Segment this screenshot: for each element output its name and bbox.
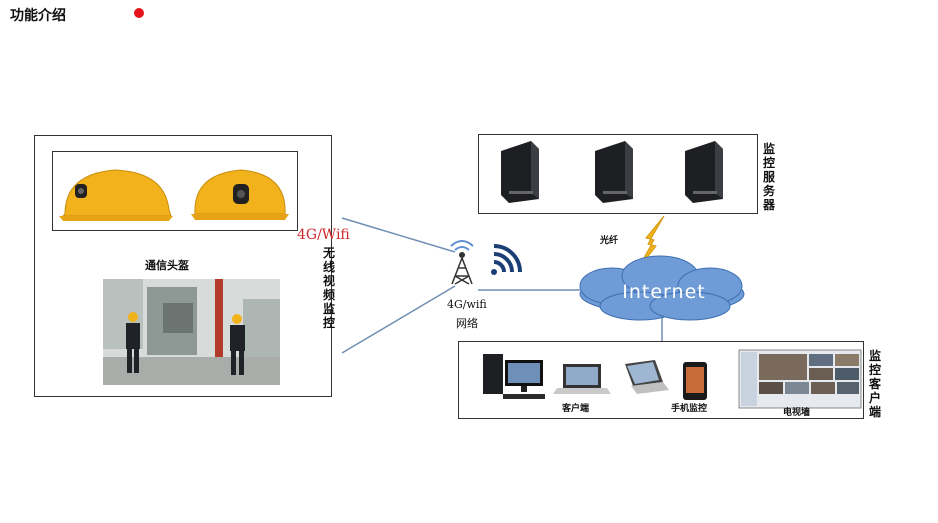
internet-label: Internet bbox=[622, 281, 706, 303]
tv-wall-caption: 电视墙 bbox=[783, 408, 811, 418]
worker-figure bbox=[230, 314, 245, 375]
fiber-label: 光纤 bbox=[600, 236, 619, 246]
client-device-images bbox=[483, 349, 862, 409]
server-icon bbox=[685, 141, 723, 203]
network-label-net: 网络 bbox=[456, 317, 478, 330]
helmet-icon bbox=[191, 169, 289, 220]
helmet-images bbox=[59, 169, 289, 221]
desktop-computer-icon bbox=[483, 354, 545, 399]
page-title: 功能介绍 bbox=[10, 8, 66, 24]
server-icon bbox=[595, 141, 633, 203]
server-images bbox=[501, 141, 723, 203]
workers-photo bbox=[103, 279, 280, 385]
monitoring-servers-label: 监控服务器 bbox=[762, 142, 775, 212]
client-caption: 客户端 bbox=[562, 404, 590, 414]
worker-figure bbox=[126, 312, 140, 373]
line-left-top bbox=[341, 217, 456, 253]
laptop-icon bbox=[553, 364, 611, 394]
helmet-caption: 通信头盔 bbox=[145, 259, 189, 272]
network-label-4g-wifi: 4G/wifi bbox=[447, 298, 487, 311]
helmet-icon bbox=[59, 169, 173, 221]
laptop-icon bbox=[625, 360, 669, 394]
tv-wall-icon bbox=[738, 349, 862, 409]
red-dot-marker bbox=[134, 8, 144, 18]
monitoring-clients-label: 监控客户端 bbox=[868, 349, 881, 419]
server-icon bbox=[501, 141, 539, 203]
workers-image bbox=[103, 279, 280, 385]
mobile-phone-icon bbox=[683, 362, 707, 400]
helmet-photo-frame bbox=[52, 151, 298, 231]
wireless-video-monitoring-label: 无线视频监控 bbox=[322, 246, 335, 330]
link-label-4g-wifi: 4G/Wifi bbox=[297, 227, 350, 243]
monitoring-servers-panel bbox=[478, 134, 758, 214]
monitoring-clients-panel bbox=[458, 341, 864, 419]
mobile-monitoring-caption: 手机监控 bbox=[671, 404, 708, 414]
line-left-bottom bbox=[341, 285, 456, 354]
